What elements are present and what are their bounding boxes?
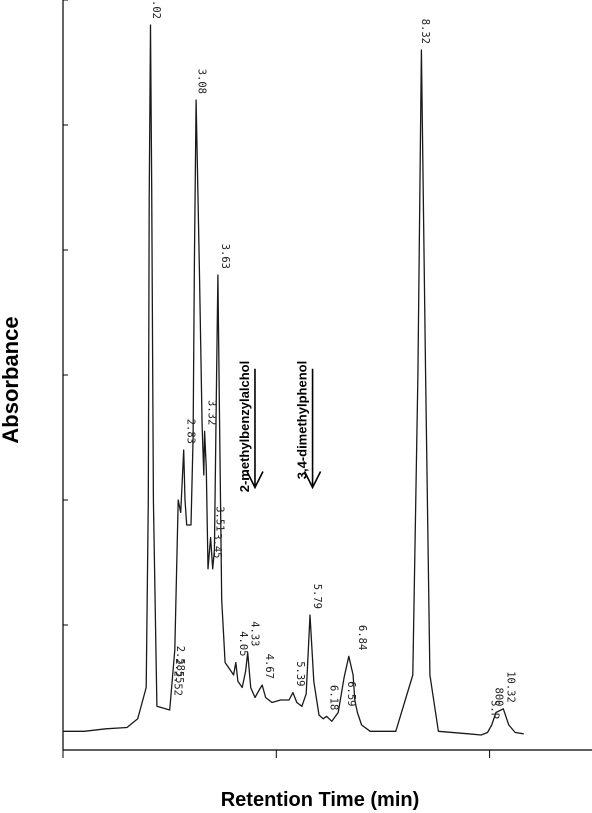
- peak-label: 10.32: [504, 671, 516, 703]
- peak-label-minor: 3.45: [211, 533, 223, 558]
- peak-label: 3.32: [206, 400, 218, 425]
- y-axis-title: Absorbance: [0, 316, 23, 443]
- overlapping-peak-labels: 2.522.552.58 3.45: [172, 533, 224, 696]
- trace-line: [63, 24, 524, 736]
- peak-label: 4.33: [249, 621, 261, 646]
- axes: [62, 0, 592, 758]
- peak-label: 4.05: [237, 631, 249, 656]
- peak-label: 3.51: [214, 506, 226, 531]
- peak-label: 5.79: [311, 584, 323, 609]
- x-axis-title: Retention Time (min): [221, 789, 420, 811]
- peak-label: 4.67: [263, 654, 275, 679]
- peak-label-minor: 2.55: [173, 658, 185, 683]
- peak-label: 6.84: [356, 625, 368, 650]
- peak-label: 800: [493, 688, 505, 707]
- peak-label: 8.32: [419, 19, 431, 44]
- peak-label: 6.18: [328, 685, 340, 710]
- peak-label-minor: 2.52: [172, 671, 184, 696]
- annotation-arrow-head: [246, 471, 264, 490]
- annotation-label: 2-methylbenzylalchol: [237, 361, 252, 492]
- peak-label: S.P: [489, 700, 501, 719]
- peak-label: 3.63: [219, 244, 231, 269]
- peak-label: 3.08: [195, 69, 207, 94]
- annotation-arrow-head: [303, 471, 322, 490]
- peak-label: 6.59: [345, 681, 357, 706]
- peak-label-minor: 2.58: [174, 646, 186, 671]
- peak-label: 2.02: [150, 0, 162, 19]
- peak-label: 2.83: [185, 419, 197, 444]
- annotation-label: 3,4-dimethylphenol: [295, 361, 310, 479]
- compound-annotations: 2-methylbenzylalchol 3,4-dimethylphenol: [237, 361, 322, 492]
- peak-label: 5.39: [294, 661, 306, 686]
- chromatogram-trace: [63, 24, 524, 736]
